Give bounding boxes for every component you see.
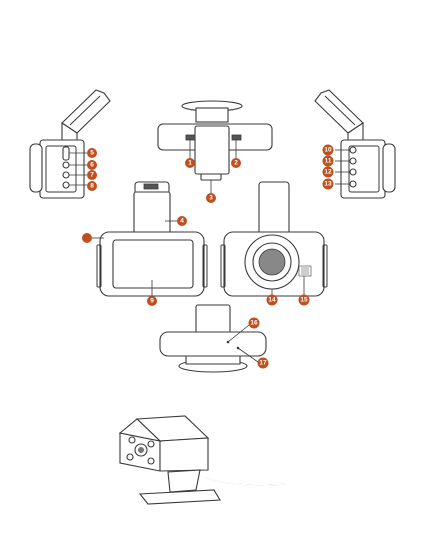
callout-12-label: 12 [324, 169, 332, 176]
callout-15: 15 [299, 295, 310, 306]
callout-2: 2 [231, 158, 241, 168]
callout-5: 5 [87, 148, 97, 158]
callout-6: 6 [87, 160, 97, 170]
callout-6-label: 6 [90, 162, 94, 169]
callout-14-label: 14 [268, 297, 276, 304]
callout-9: 9 [147, 296, 157, 306]
callout-12: 12 [323, 167, 334, 178]
speaker-grille [299, 266, 311, 276]
callout-9-label: 9 [150, 298, 154, 305]
screen-view [97, 182, 207, 297]
callout-3-label: 3 [209, 195, 213, 202]
callout-13-label: 13 [324, 181, 332, 188]
callout-17: 17 [258, 358, 269, 369]
callout-10: 10 [323, 145, 334, 156]
callout-2-label: 2 [234, 160, 238, 167]
callout-10-label: 10 [324, 147, 332, 154]
callout-1: 1 [185, 158, 195, 168]
callout-1-label: 1 [188, 160, 192, 167]
callout-16-label: 16 [250, 320, 258, 327]
callout-11: 11 [323, 156, 334, 167]
left-side-view [30, 90, 110, 198]
callout-7: 7 [87, 170, 97, 180]
rear-camera [120, 416, 287, 504]
callout-4-label: 4 [180, 218, 184, 225]
callout-8: 8 [87, 181, 97, 191]
callout-5-label: 5 [90, 150, 94, 157]
callout-15-label: 15 [300, 297, 308, 304]
lens-view [221, 182, 327, 296]
callout-11-label: 11 [325, 158, 332, 165]
bottom-view [160, 305, 266, 372]
callout-13: 13 [323, 179, 334, 190]
callout-7-label: 7 [90, 172, 94, 179]
callout-16: 16 [249, 318, 260, 329]
callout-3: 3 [206, 193, 216, 203]
callout-17-label: 17 [259, 360, 267, 367]
callout-8-label: 8 [90, 183, 94, 190]
callout-14: 14 [267, 295, 278, 306]
top-view [158, 101, 272, 194]
callout-4: 4 [177, 216, 187, 226]
